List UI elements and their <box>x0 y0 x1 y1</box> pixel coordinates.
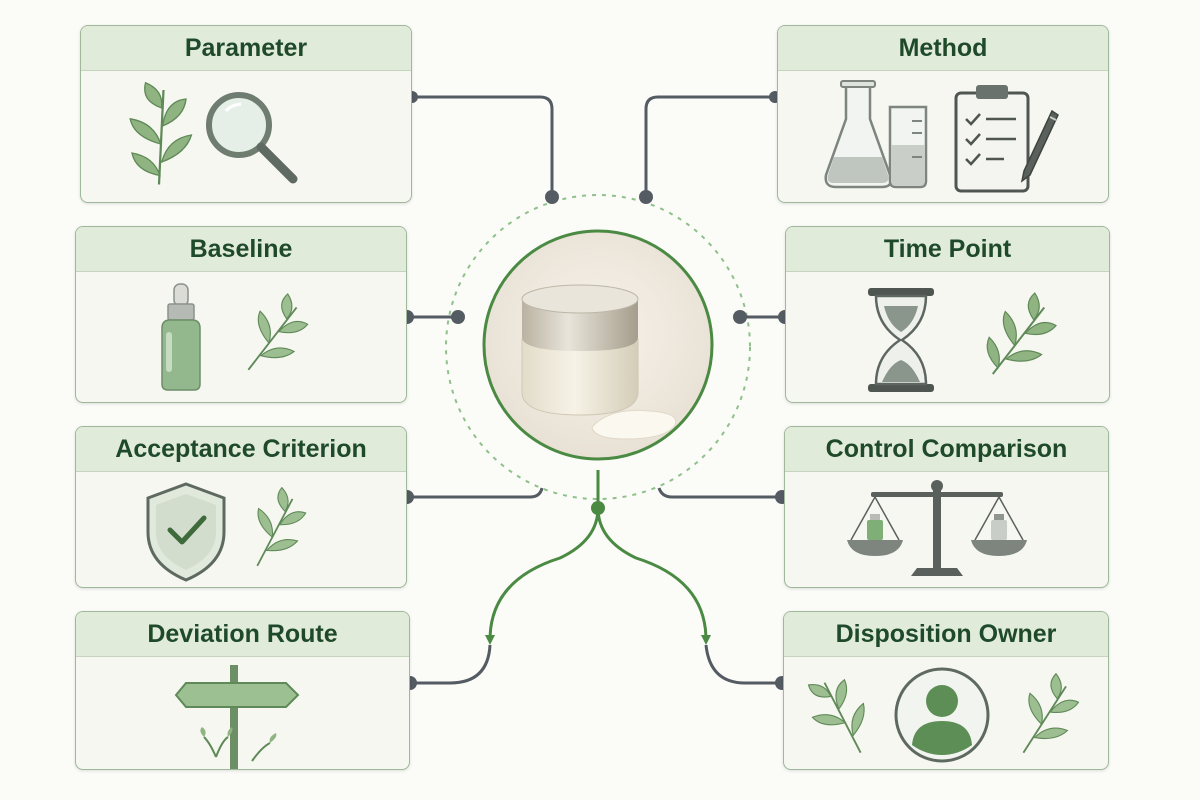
card-title-acceptance-criterion: Acceptance Criterion <box>76 427 406 472</box>
pen-icon <box>1020 109 1059 183</box>
card-parameter: Parameter <box>80 25 412 203</box>
card-body-parameter <box>81 71 411 202</box>
clipboard-checklist-icon <box>954 85 1030 193</box>
card-title-time-point: Time Point <box>786 227 1109 272</box>
green-arrow-disposition <box>596 507 711 645</box>
beaker-icon <box>888 105 928 189</box>
person-avatar-icon <box>894 667 990 763</box>
leaf-sprig-icon <box>807 678 865 754</box>
card-acceptance-criterion: Acceptance Criterion <box>75 426 407 588</box>
card-title-disposition-owner: Disposition Owner <box>784 612 1108 657</box>
card-body-control-comparison <box>785 472 1108 587</box>
dashed-orbit-ring <box>445 194 751 500</box>
connector-method <box>644 95 775 197</box>
card-title-parameter: Parameter <box>81 26 411 71</box>
card-title-method: Method <box>778 26 1108 71</box>
balance-scale-icon <box>847 480 1027 576</box>
connector-parameter <box>412 95 554 197</box>
card-title-deviation-route: Deviation Route <box>76 612 409 657</box>
card-body-acceptance-criterion <box>76 472 406 587</box>
cream-jar-icon <box>482 229 714 461</box>
green-arrow-deviation <box>485 507 600 645</box>
card-body-time-point <box>786 272 1109 402</box>
card-baseline: Baseline <box>75 226 407 403</box>
card-disposition-owner: Disposition Owner <box>783 611 1109 770</box>
card-body-baseline <box>76 272 406 402</box>
leaf-sprig-icon <box>129 81 193 185</box>
card-title-control-comparison: Control Comparison <box>785 427 1108 472</box>
leaf-sprig-icon <box>986 292 1057 375</box>
card-title-baseline: Baseline <box>76 227 406 272</box>
leaf-sprig-icon <box>256 486 307 567</box>
card-body-method <box>778 71 1108 202</box>
signpost-icon <box>174 665 300 769</box>
card-control-comparison: Control Comparison <box>784 426 1109 588</box>
connector-deviation-route <box>410 644 492 685</box>
leaf-sprig-icon <box>247 293 309 371</box>
connector-acceptance-criterion <box>407 487 544 499</box>
card-method: Method <box>777 25 1109 203</box>
hourglass-icon <box>868 288 934 392</box>
dropper-bottle-icon <box>161 283 201 391</box>
shield-check-icon <box>146 482 226 582</box>
flask-icon <box>824 80 893 189</box>
leaf-sprig-icon <box>1022 672 1080 754</box>
magnifier-icon <box>206 92 298 184</box>
card-time-point: Time Point <box>785 226 1110 403</box>
connector-disposition-owner <box>704 644 782 685</box>
card-deviation-route: Deviation Route <box>75 611 410 770</box>
center-hub <box>480 227 716 463</box>
card-body-disposition-owner <box>784 657 1108 769</box>
card-body-deviation-route <box>76 657 409 769</box>
connector-control-comparison <box>657 487 782 499</box>
